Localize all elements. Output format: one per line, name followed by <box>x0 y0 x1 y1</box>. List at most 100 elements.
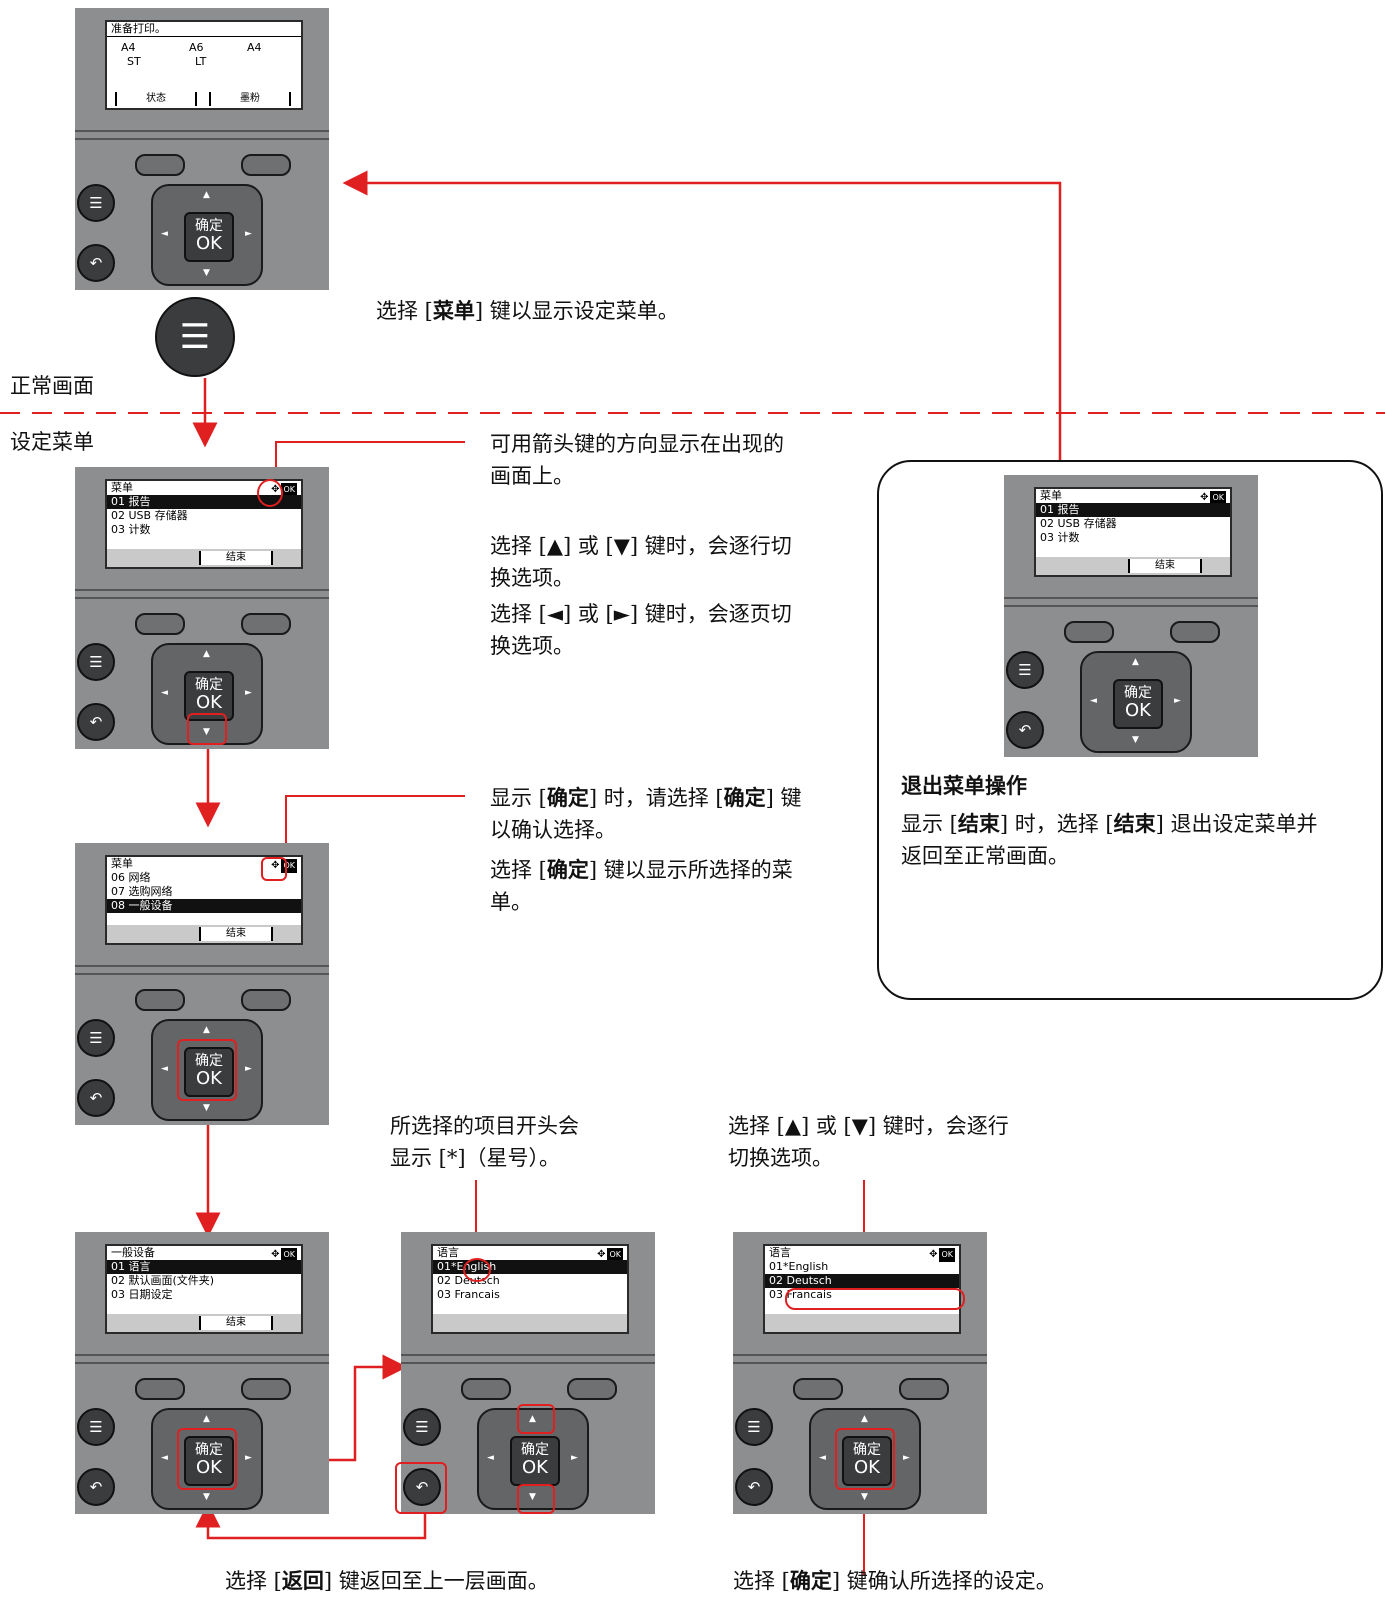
softkey-end[interactable]: 结束 <box>199 551 273 565</box>
right-select-key[interactable] <box>567 1378 617 1400</box>
exit-menu-box <box>877 460 1383 1000</box>
left-select-key[interactable] <box>793 1378 843 1400</box>
menu-key-large-icon[interactable]: ☰ <box>155 297 235 377</box>
left-arrow-icon[interactable]: ◄ <box>819 1453 826 1463</box>
left-select-key[interactable] <box>1064 621 1114 643</box>
menu-item[interactable]: 03 日期设定 <box>111 1288 173 1301</box>
menu-item[interactable]: 06 网络 <box>111 871 151 884</box>
right-select-key[interactable] <box>241 613 291 635</box>
left-select-key[interactable] <box>135 154 185 176</box>
left-arrow-icon[interactable]: ◄ <box>161 1064 168 1074</box>
right-arrow-icon[interactable]: ► <box>245 688 252 698</box>
menu-item[interactable]: 01 语言 <box>107 1260 301 1274</box>
up-arrow-icon[interactable]: ▲ <box>203 649 210 659</box>
lcd-general: 一般设备✥OK 01 语言 02 默认画面(文件夹) 03 日期设定 结束 <box>105 1244 303 1334</box>
menu-item[interactable]: 02 USB 存储器 <box>1040 517 1117 530</box>
up-arrow-icon[interactable]: ▲ <box>1132 657 1139 667</box>
menu-key-icon[interactable]: ☰ <box>735 1408 773 1446</box>
down-arrow-icon[interactable]: ▼ <box>1132 735 1139 745</box>
menu-key-icon[interactable]: ☰ <box>1006 651 1044 689</box>
right-arrow-icon[interactable]: ► <box>1174 696 1181 706</box>
up-key-highlight <box>517 1404 555 1434</box>
caption-back: 选择 [返回] 键返回至上一层画面。 <box>225 1569 549 1593</box>
menu-key-icon[interactable]: ☰ <box>77 1019 115 1057</box>
left-arrow-icon[interactable]: ◄ <box>1090 696 1097 706</box>
menu-item[interactable]: 03 Francais <box>769 1288 832 1301</box>
dpad: ▲ ▼ ◄ ► 确定 OK <box>151 1019 263 1121</box>
back-key-icon[interactable]: ↶ <box>77 703 115 741</box>
up-arrow-icon[interactable]: ▲ <box>529 1414 536 1424</box>
back-key-icon[interactable]: ↶ <box>1006 711 1044 749</box>
menu-item[interactable]: 01*English <box>769 1260 829 1273</box>
left-arrow-icon[interactable]: ◄ <box>161 229 168 239</box>
menu-key-icon[interactable]: ☰ <box>77 643 115 681</box>
right-arrow-icon[interactable]: ► <box>245 1064 252 1074</box>
menu-item[interactable]: 03 计数 <box>111 523 151 536</box>
right-arrow-icon[interactable]: ► <box>571 1453 578 1463</box>
ok-key-highlight <box>177 1428 237 1490</box>
caption-ok-confirm: 选择 [确定] 键确认所选择的设定。 <box>733 1569 1057 1593</box>
menu-item[interactable]: 02 Deutsch <box>765 1274 959 1288</box>
up-arrow-icon[interactable]: ▲ <box>203 190 210 200</box>
menu-item[interactable]: 02 默认画面(文件夹) <box>111 1274 215 1287</box>
softkey-end[interactable]: 结束 <box>199 927 273 941</box>
down-arrow-icon[interactable]: ▼ <box>861 1492 868 1502</box>
right-arrow-icon[interactable]: ► <box>903 1453 910 1463</box>
menu-item[interactable]: 02 USB 存储器 <box>111 509 188 522</box>
left-arrow-icon[interactable]: ◄ <box>487 1453 494 1463</box>
left-select-key[interactable] <box>461 1378 511 1400</box>
softkey-status[interactable]: 状态 <box>115 92 197 106</box>
left-select-key[interactable] <box>135 989 185 1011</box>
back-key-icon[interactable]: ↶ <box>77 244 115 282</box>
ok-button[interactable]: 确定 OK <box>184 212 234 262</box>
down-arrow-icon[interactable]: ▼ <box>203 727 210 737</box>
back-key-icon[interactable]: ↶ <box>403 1468 441 1506</box>
right-select-key[interactable] <box>241 154 291 176</box>
down-arrow-icon[interactable]: ▼ <box>203 1103 210 1113</box>
menu-key-icon[interactable]: ☰ <box>77 184 115 222</box>
down-arrow-icon[interactable]: ▼ <box>203 268 210 278</box>
back-key-icon[interactable]: ↶ <box>77 1468 115 1506</box>
control-panel-menu2: 菜单✥OK 06 网络 07 选购网络 08 一般设备 结束 ☰ ↶ ▲ ▼ ◄… <box>75 843 329 1125</box>
ok-button[interactable]: 确定 OK <box>1113 679 1163 729</box>
menu-item[interactable]: 07 选购网络 <box>111 885 173 898</box>
right-select-key[interactable] <box>1170 621 1220 643</box>
right-arrow-icon[interactable]: ► <box>245 229 252 239</box>
up-arrow-icon[interactable]: ▲ <box>203 1414 210 1424</box>
menu-key-icon[interactable]: ☰ <box>403 1408 441 1446</box>
menu-item[interactable]: 01 报告 <box>1036 503 1230 517</box>
right-select-key[interactable] <box>241 1378 291 1400</box>
right-select-key[interactable] <box>899 1378 949 1400</box>
back-key-icon[interactable]: ↶ <box>735 1468 773 1506</box>
menu-key-caption: 选择 [菜单] 键以显示设定菜单。 <box>376 299 679 323</box>
softkey-toner[interactable]: 墨粉 <box>209 92 291 106</box>
down-arrow-icon[interactable]: ▼ <box>529 1492 536 1502</box>
ok-button[interactable]: 确定 OK <box>510 1436 560 1486</box>
ok-button[interactable]: 确定 OK <box>184 1047 234 1097</box>
tray-a4-2: A4 <box>247 41 262 54</box>
menu-item[interactable]: 01*English <box>433 1260 627 1274</box>
right-select-key[interactable] <box>241 989 291 1011</box>
ok-button[interactable]: 确定 OK <box>184 1436 234 1486</box>
menu-item[interactable]: 08 一般设备 <box>107 899 301 913</box>
lcd-lang1: 语言✥OK 01*English 02 Deutsch 03 Francais <box>431 1244 629 1334</box>
ok-button[interactable]: 确定 OK <box>842 1436 892 1486</box>
down-arrow-icon[interactable]: ▼ <box>203 1492 210 1502</box>
softkey-end[interactable]: 结束 <box>1128 559 1202 573</box>
softkey-end[interactable]: 结束 <box>199 1316 273 1330</box>
ok-button[interactable]: 确定 OK <box>184 671 234 721</box>
up-arrow-icon[interactable]: ▲ <box>861 1414 868 1424</box>
left-arrow-icon[interactable]: ◄ <box>161 1453 168 1463</box>
menu-item[interactable]: 01 报告 <box>107 495 301 509</box>
left-select-key[interactable] <box>135 1378 185 1400</box>
right-arrow-icon[interactable]: ► <box>245 1453 252 1463</box>
menu-item[interactable]: 03 Francais <box>437 1288 500 1301</box>
return-arrow <box>342 170 1062 460</box>
menu-item[interactable]: 02 Deutsch <box>437 1274 500 1287</box>
menu-item[interactable]: 03 计数 <box>1040 531 1080 544</box>
left-select-key[interactable] <box>135 613 185 635</box>
menu-key-icon[interactable]: ☰ <box>77 1408 115 1446</box>
up-arrow-icon[interactable]: ▲ <box>203 1025 210 1035</box>
back-key-icon[interactable]: ↶ <box>77 1079 115 1117</box>
left-arrow-icon[interactable]: ◄ <box>161 688 168 698</box>
